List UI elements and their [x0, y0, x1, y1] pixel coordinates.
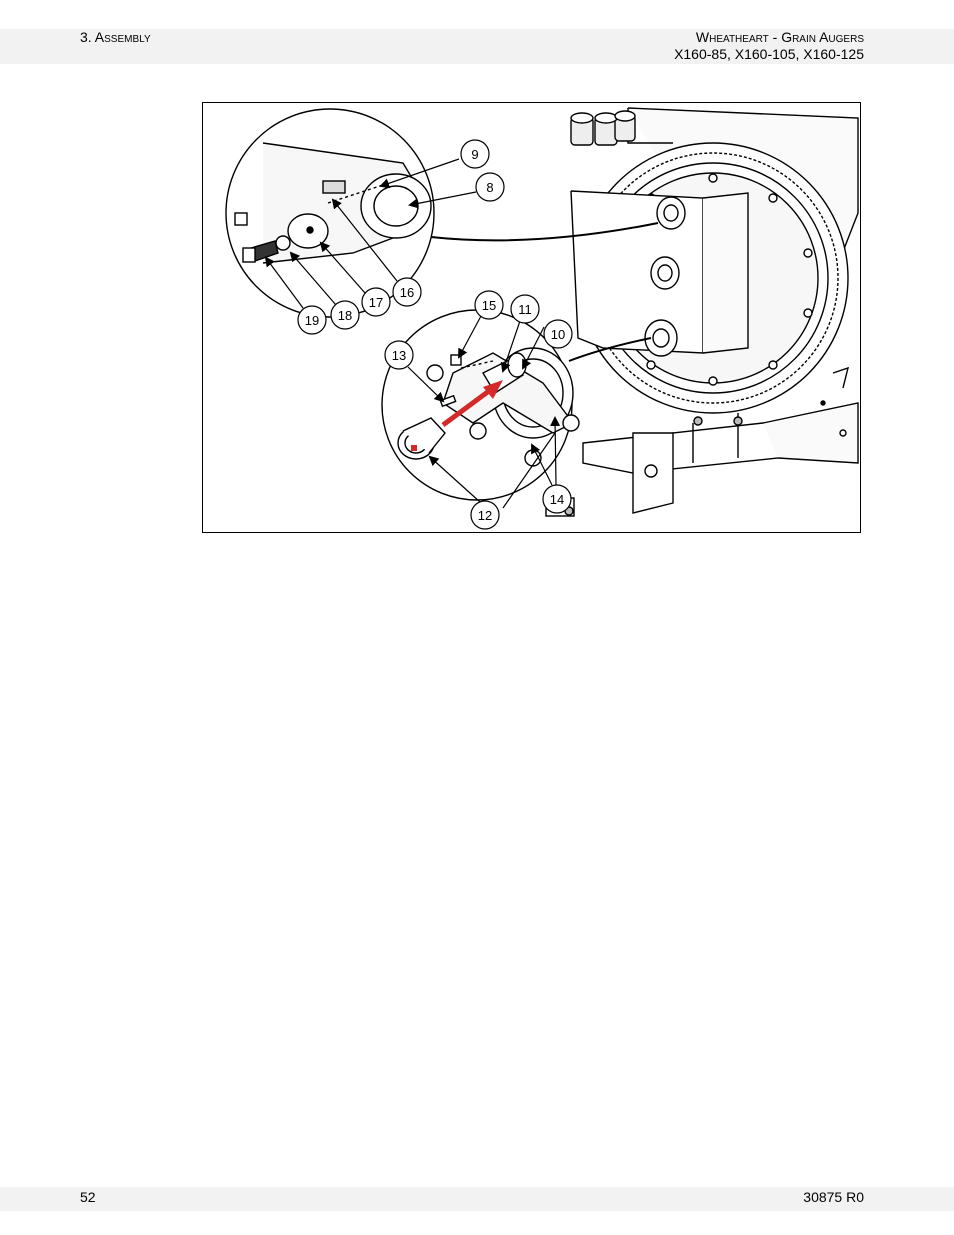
callout-14: 14 [550, 492, 564, 507]
page-footer [0, 1187, 954, 1211]
install-arrow-head [483, 380, 503, 399]
section-label: 3. Assembly [80, 29, 151, 45]
install-direction-arrow [441, 385, 495, 428]
callout-19: 19 [305, 313, 319, 328]
top-fittings [570, 110, 636, 146]
leader-14-secondary [531, 443, 553, 486]
callout-17: 17 [369, 295, 383, 310]
assembly-drawing: 9 8 16 17 18 19 15 11 10 13 12 14 [225, 107, 859, 530]
callout-bubbles [297, 139, 573, 530]
callout-16: 16 [400, 285, 414, 300]
page-number: 52 [80, 1189, 96, 1205]
callout-18: 18 [338, 308, 352, 323]
detail-leader-upper [430, 222, 659, 242]
model-list: X160-85, X160-105, X160-125 [674, 46, 864, 62]
assembly-figure: 9 8 16 17 18 19 15 11 10 13 12 14 [202, 102, 861, 533]
document-number: 30875 R0 [803, 1189, 864, 1205]
leader-12-secondary [502, 432, 556, 509]
callout-9: 9 [471, 147, 478, 162]
callout-8: 8 [486, 180, 493, 195]
callout-13: 13 [392, 348, 406, 363]
callout-10: 10 [551, 327, 565, 342]
callout-leaders [264, 158, 561, 503]
callout-11: 11 [518, 302, 532, 317]
manual-title: Wheatheart - Grain Augers [695, 29, 864, 45]
gearbox-assembly [545, 107, 859, 517]
detail-leader-lower [568, 337, 652, 362]
page-header [0, 29, 954, 64]
lower-detail [381, 309, 580, 501]
callout-15: 15 [482, 298, 496, 313]
callout-12: 12 [478, 508, 492, 523]
